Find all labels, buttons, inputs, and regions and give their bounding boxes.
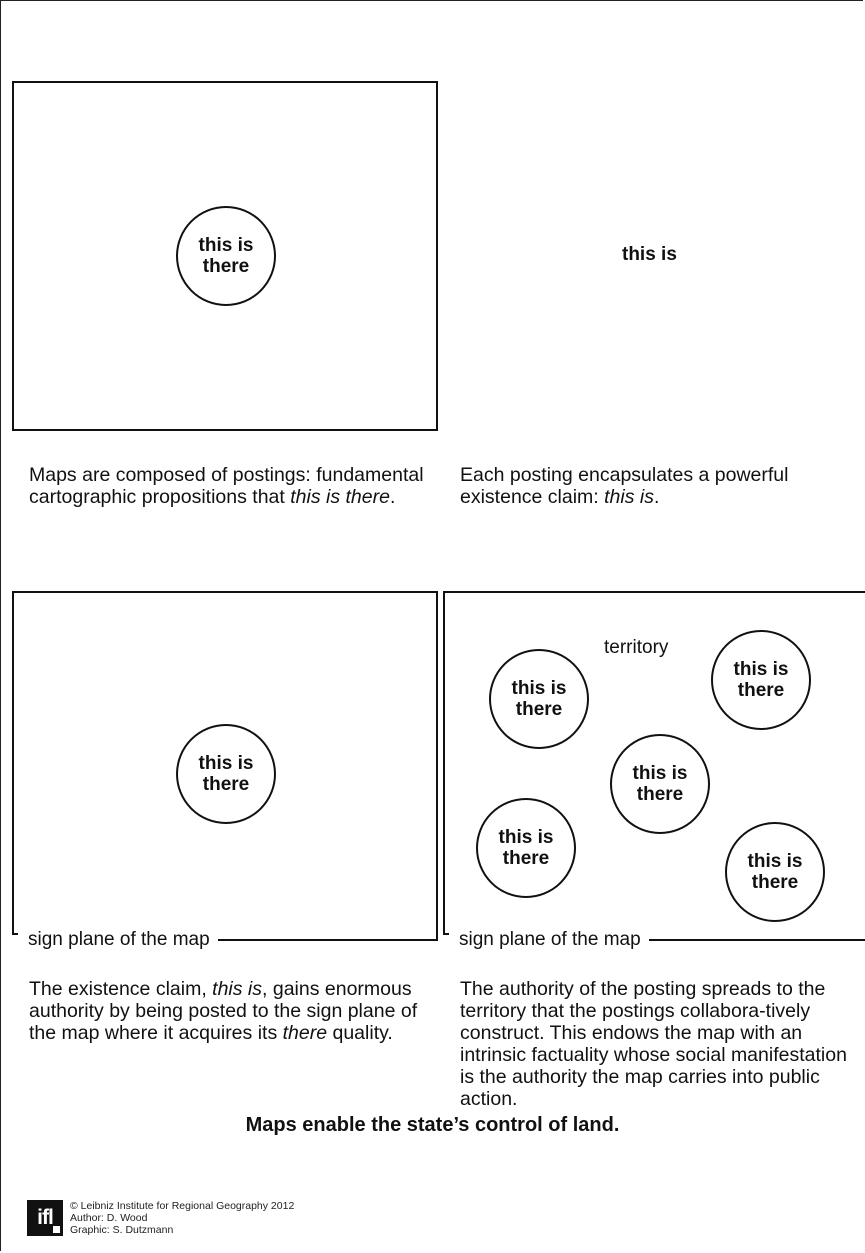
circle-line-1: this is — [198, 753, 254, 774]
posting-circle: this is there — [725, 822, 825, 922]
sign-plane-label: sign plane of the map — [28, 929, 210, 950]
caption-text: quality. — [327, 1022, 393, 1044]
circle-line-2: there — [751, 872, 799, 893]
caption-text: . — [654, 486, 660, 508]
circle-line-2: there — [502, 848, 550, 869]
ifl-logo: ifl — [27, 1200, 63, 1236]
caption-text: . — [389, 486, 396, 508]
caption-top-left: Maps are composed of postings: fundament… — [29, 464, 434, 508]
sign-plane-rule — [648, 939, 865, 941]
posting-circle: this is there — [176, 206, 276, 306]
circle-line-2: there — [515, 699, 563, 720]
sign-plane-bottom-right: sign plane of the map — [443, 929, 865, 951]
sign-plane-label: sign plane of the map — [459, 929, 641, 950]
posting-circle: this is there — [711, 630, 811, 730]
caption-italic: this is there — [290, 486, 390, 508]
sign-plane-left-edge — [443, 591, 445, 933]
circle-line-2: there — [636, 784, 684, 805]
circle-line-1: this is — [632, 763, 688, 784]
headline: Maps enable the state’s control of land. — [245, 1114, 620, 1136]
panel-bottom-right: territory this is there this is there th… — [443, 591, 865, 940]
caption-text: Maps are composed of postings: fundament… — [29, 464, 424, 508]
circle-line-2: there — [202, 774, 250, 795]
credits: © Leibniz Institute for Regional Geograp… — [70, 1200, 294, 1236]
caption-italic: this is — [604, 486, 654, 508]
posting-circle: this is there — [610, 734, 710, 834]
panel-top-left: this is there — [12, 81, 438, 431]
posting-circle: this is there — [476, 798, 576, 898]
caption-top-right: Each posting encapsulates a powerful exi… — [460, 464, 865, 508]
credit-copyright: © Leibniz Institute for Regional Geograp… — [70, 1200, 295, 1212]
circle-line-2: there — [202, 256, 250, 277]
caption-bottom-left: The existence claim, this is, gains enor… — [29, 978, 424, 1044]
credit-author: Author: D. Wood — [70, 1212, 148, 1224]
circle-line-1: this is — [747, 851, 803, 872]
circle-line-1: this is — [498, 827, 554, 848]
caption-text: , gains enormous authority by being post… — [29, 978, 418, 1044]
panel-bottom-left: this is there — [12, 591, 438, 940]
territory-label: territory — [604, 637, 669, 658]
credit-graphic: Graphic: S. Dutzmann — [70, 1224, 174, 1236]
caption-italic: this is — [212, 978, 263, 1000]
circle-line-1: this is — [198, 235, 254, 256]
caption-italic: there — [282, 1022, 328, 1044]
sign-plane-rule — [217, 939, 438, 941]
existence-claim-label: this is — [622, 244, 677, 265]
circle-line-2: there — [737, 680, 785, 701]
circle-line-1: this is — [733, 659, 789, 680]
caption-text: The existence claim, — [29, 978, 213, 1000]
sign-plane-tick — [443, 933, 449, 935]
circle-line-1: this is — [511, 678, 567, 699]
sign-plane-bottom-left: sign plane of the map — [12, 929, 438, 951]
caption-bottom-right: The authority of the posting spreads to … — [460, 978, 847, 1110]
caption-text: Each posting encapsulates a powerful exi… — [460, 464, 789, 508]
posting-circle: this is there — [176, 724, 276, 824]
logo-text: ifl — [37, 1206, 54, 1229]
posting-circle: this is there — [489, 649, 589, 749]
logo-dot — [53, 1226, 60, 1233]
sign-plane-left-edge — [12, 591, 14, 933]
sign-plane-tick — [12, 933, 18, 935]
